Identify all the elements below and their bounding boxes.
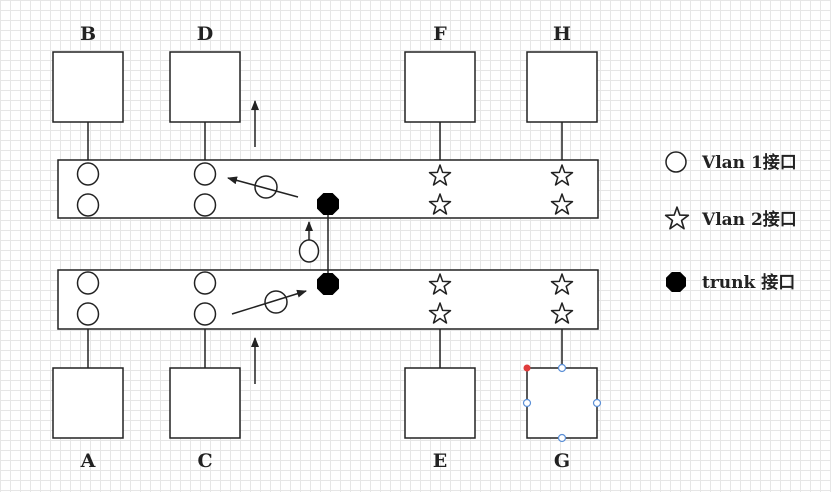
legend-trunk-label: trunk 接口	[702, 272, 795, 293]
arrow-top-to-d	[227, 176, 299, 198]
top-switch-vlan1-port	[76, 193, 100, 217]
host-label-d: D	[197, 23, 213, 45]
selection-handle-right[interactable]	[592, 398, 602, 408]
bottom-switch-vlan1-port	[76, 302, 100, 326]
bottom-switch-trunk-port	[317, 273, 339, 295]
bottom-switch-vlan1-port	[193, 271, 217, 295]
host-box-a[interactable]	[52, 367, 124, 439]
host-box-e[interactable]	[404, 367, 476, 439]
host-box-d[interactable]	[169, 51, 241, 123]
frame-bottom-switch	[264, 290, 288, 314]
top-switch-trunk-port	[317, 193, 339, 215]
host-box-h[interactable]	[526, 51, 598, 123]
host-label-e: E	[433, 450, 447, 472]
selection-handle-bottom[interactable]	[557, 433, 567, 443]
frame-trunk	[298, 239, 320, 263]
host-label-a: A	[80, 450, 96, 472]
host-label-c: C	[197, 450, 212, 472]
host-label-g: G	[554, 450, 570, 472]
host-label-f: F	[433, 23, 447, 45]
arrow-bottom-to-trunk	[231, 289, 307, 315]
legend-vlan2-icon	[664, 206, 690, 230]
top-switch-vlan1-port	[193, 193, 217, 217]
host-label-h: H	[553, 23, 571, 45]
selection-handle-top[interactable]	[557, 363, 567, 373]
selection-handle-left[interactable]	[522, 398, 532, 408]
bottom-switch-vlan1-port	[193, 302, 217, 326]
legend-vlan1-icon	[665, 151, 687, 173]
host-box-f[interactable]	[404, 51, 476, 123]
legend-vlan1-label: Vlan 1接口	[701, 152, 797, 173]
legend-trunk-icon	[666, 272, 686, 292]
host-box-b[interactable]	[52, 51, 124, 123]
top-switch-vlan1-port	[193, 162, 217, 186]
selection-corner-handle[interactable]	[523, 364, 531, 372]
top-switch-vlan1-port	[76, 162, 100, 186]
frame-top-switch	[254, 175, 278, 199]
host-box-c[interactable]	[169, 367, 241, 439]
legend-vlan2-label: Vlan 2接口	[701, 209, 797, 230]
host-label-b: B	[80, 23, 96, 45]
host-box-g[interactable]	[526, 367, 598, 439]
bottom-switch-vlan1-port	[76, 271, 100, 295]
